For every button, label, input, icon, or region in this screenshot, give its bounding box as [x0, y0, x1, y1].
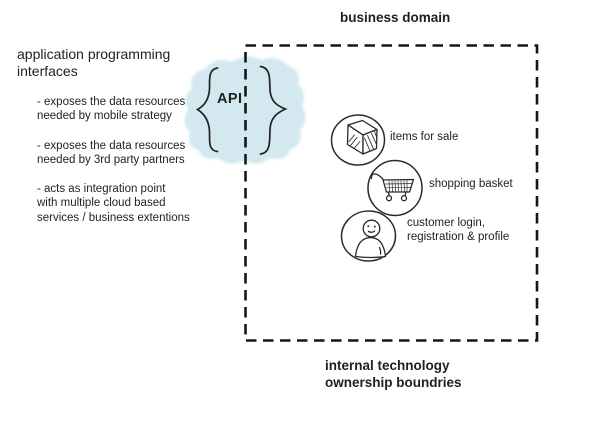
api-bullet-integration-point: - acts as integration point with multipl…	[37, 183, 190, 224]
node-label-customer-login: customer login, registration & profile	[407, 217, 510, 243]
right-brace-icon	[259, 65, 288, 155]
shopping-cart-icon	[370, 173, 415, 202]
person-icon	[354, 219, 387, 259]
node-label-shopping-basket: shopping basket	[429, 178, 513, 190]
business-domain-boundary	[244, 44, 539, 342]
business-domain-label: business domain	[340, 10, 451, 25]
node-label-items-for-sale: items for sale	[390, 131, 459, 143]
left-brace-icon	[195, 67, 219, 153]
api-label: API	[217, 91, 243, 107]
ownership-boundaries-label: internal technology ownership boundries	[325, 358, 462, 390]
package-icon	[346, 119, 378, 155]
api-bullet-mobile-strategy: - exposes the data resources needed by m…	[37, 96, 186, 123]
api-bullet-3rd-party: - exposes the data resources needed by 3…	[37, 140, 186, 167]
api-heading: application programming interfaces	[17, 46, 171, 79]
